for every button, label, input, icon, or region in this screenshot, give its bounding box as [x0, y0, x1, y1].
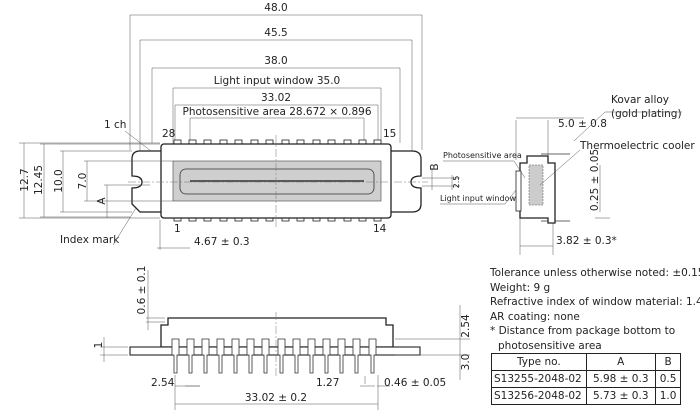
dim-12-7: 12.7 — [19, 168, 31, 191]
dim-48: 48.0 — [264, 2, 287, 14]
dim-33-02-pins: 33.02 ± 0.2 — [245, 392, 307, 404]
side-view: 5.0 ± 0.8 Kovar alloy (gold plating) The… — [440, 94, 695, 255]
type-table: Type no. A B S13255-2048-02 5.98 ± 0.3 0… — [491, 353, 682, 405]
dim-12-45: 12.45 — [33, 165, 45, 195]
cell-b: 0.5 — [654, 370, 682, 388]
top-view: 48.0 45.5 38.0 Light input window 35.0 3… — [19, 2, 461, 250]
thermoelectric-cooler — [528, 164, 544, 206]
dim-10: 10.0 — [53, 169, 65, 192]
note-tolerance: Tolerance unless otherwise noted: ±0.15 — [490, 267, 700, 279]
cell-a: 5.98 ± 0.3 — [585, 370, 656, 388]
gold-plating-label: (gold plating) — [611, 108, 682, 120]
front-flange — [129, 346, 421, 356]
dim-3-0: 3.0 — [460, 354, 472, 371]
dim-0-25: 0.25 ± 0.05 — [589, 149, 601, 211]
notes: Tolerance unless otherwise noted: ±0.15 … — [490, 266, 700, 353]
table-header-row: Type no. A B — [491, 353, 682, 371]
right-flange — [389, 150, 422, 213]
dim-2-54-vertical: 2.54 — [460, 314, 472, 338]
dim-7: 7.0 — [77, 173, 89, 190]
dim-4-67: 4.67 ± 0.3 — [194, 236, 250, 248]
side-window — [515, 170, 522, 212]
light-input-window-label: Light input window 35.0 — [214, 75, 340, 87]
dim-0-46: 0.46 ± 0.05 — [384, 377, 446, 389]
dim-3-82: 3.82 ± 0.3* — [556, 235, 617, 247]
photosensitive-area-side-label: Photosensitive area — [443, 151, 522, 160]
note-ar-coating: AR coating: none — [490, 310, 580, 323]
cell-type: S13256-2048-02 — [491, 387, 587, 405]
tec-label: Thermoelectric cooler — [579, 140, 695, 152]
index-mark-label: Index mark — [60, 234, 120, 246]
dim-2-5: 2.5 — [452, 176, 461, 189]
front-view: 0.6 ± 0.1 1 2.54 3.0 2.54 1.27 0.46 ± 0.… — [93, 266, 472, 410]
dim-b: B — [429, 163, 441, 170]
photosensitive-area-label: Photosensitive area 28.672 × 0.896 — [183, 106, 372, 118]
dim-45-5: 45.5 — [264, 27, 287, 39]
pin-15-label: 15 — [383, 128, 396, 140]
cell-type: S13255-2048-02 — [491, 370, 587, 388]
one-ch-label: 1 ch — [104, 119, 126, 131]
cell-a: 5.73 ± 0.3 — [585, 387, 656, 405]
kovar-label: Kovar alloy — [611, 94, 669, 106]
pin-1-label: 1 — [174, 223, 181, 235]
table-row: S13256-2048-02 5.73 ± 0.3 1.0 — [491, 387, 682, 405]
dim-38: 38.0 — [264, 55, 287, 67]
dim-2-54: 2.54 — [151, 377, 175, 389]
note-asterisk: * Distance from package bottom to — [490, 325, 676, 337]
pin-28-label: 28 — [162, 128, 175, 140]
table-row: S13255-2048-02 5.98 ± 0.3 0.5 — [491, 370, 682, 388]
pin-14-label: 14 — [373, 223, 387, 235]
dim-33-02: 33.02 — [261, 92, 291, 104]
sensor-outline — [179, 168, 375, 195]
header-a: A — [585, 353, 656, 371]
dim-a: A — [96, 197, 108, 205]
note-weight: Weight: 9 g — [490, 281, 551, 294]
dim-1-27: 1.27 — [316, 377, 339, 389]
dim-0-6: 0.6 ± 0.1 — [136, 266, 148, 315]
dim-1: 1 — [93, 342, 105, 349]
note-asterisk-cont: photosensitive area — [498, 339, 602, 352]
header-type: Type no. — [491, 353, 587, 371]
header-b: B — [654, 353, 682, 371]
cell-b: 1.0 — [654, 387, 682, 405]
left-flange — [131, 150, 163, 213]
dim-5: 5.0 ± 0.8 — [558, 118, 607, 130]
light-input-window-side-label: Light input window — [440, 194, 516, 203]
note-refractive-index: Refractive index of window material: 1.4… — [490, 296, 700, 308]
